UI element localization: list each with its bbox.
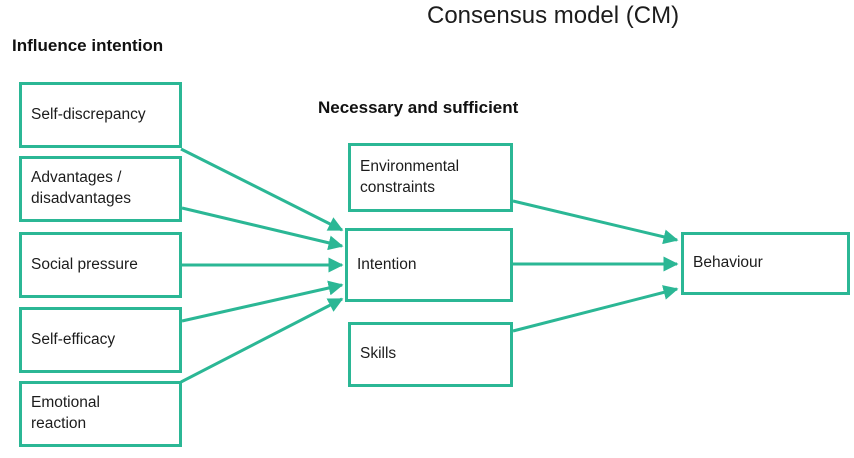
edge-self-discrepancy-to-intention [180, 147, 344, 232]
node-environmental-constraints: Environmental constraints [348, 143, 513, 212]
edge-self-efficacy-to-intention [181, 280, 344, 323]
edge-advantages-to-intention [181, 206, 344, 251]
node-behaviour: Behaviour [681, 232, 850, 295]
group-header-influence-intention: Influence intention [12, 36, 164, 55]
node-self-efficacy: Self-efficacy [19, 307, 182, 373]
node-skills: Skills [348, 322, 513, 387]
edge-skills-to-behaviour [512, 285, 679, 333]
group-header-necessary-and-sufficient: Necessary and sufficient [318, 98, 519, 117]
node-advantages-disadvantages: Advantages / disadvantages [19, 156, 182, 222]
diagram-title: Consensus model (CM) [427, 2, 680, 29]
node-intention: Intention [345, 228, 513, 302]
edge-environmental-constraints-to-behaviour [512, 199, 679, 245]
node-social-pressure: Social pressure [19, 232, 182, 298]
node-emotional-reaction: Emotional reaction [19, 381, 182, 447]
node-self-discrepancy: Self-discrepancy [19, 82, 182, 148]
edge-emotional-reaction-to-intention [180, 297, 344, 384]
